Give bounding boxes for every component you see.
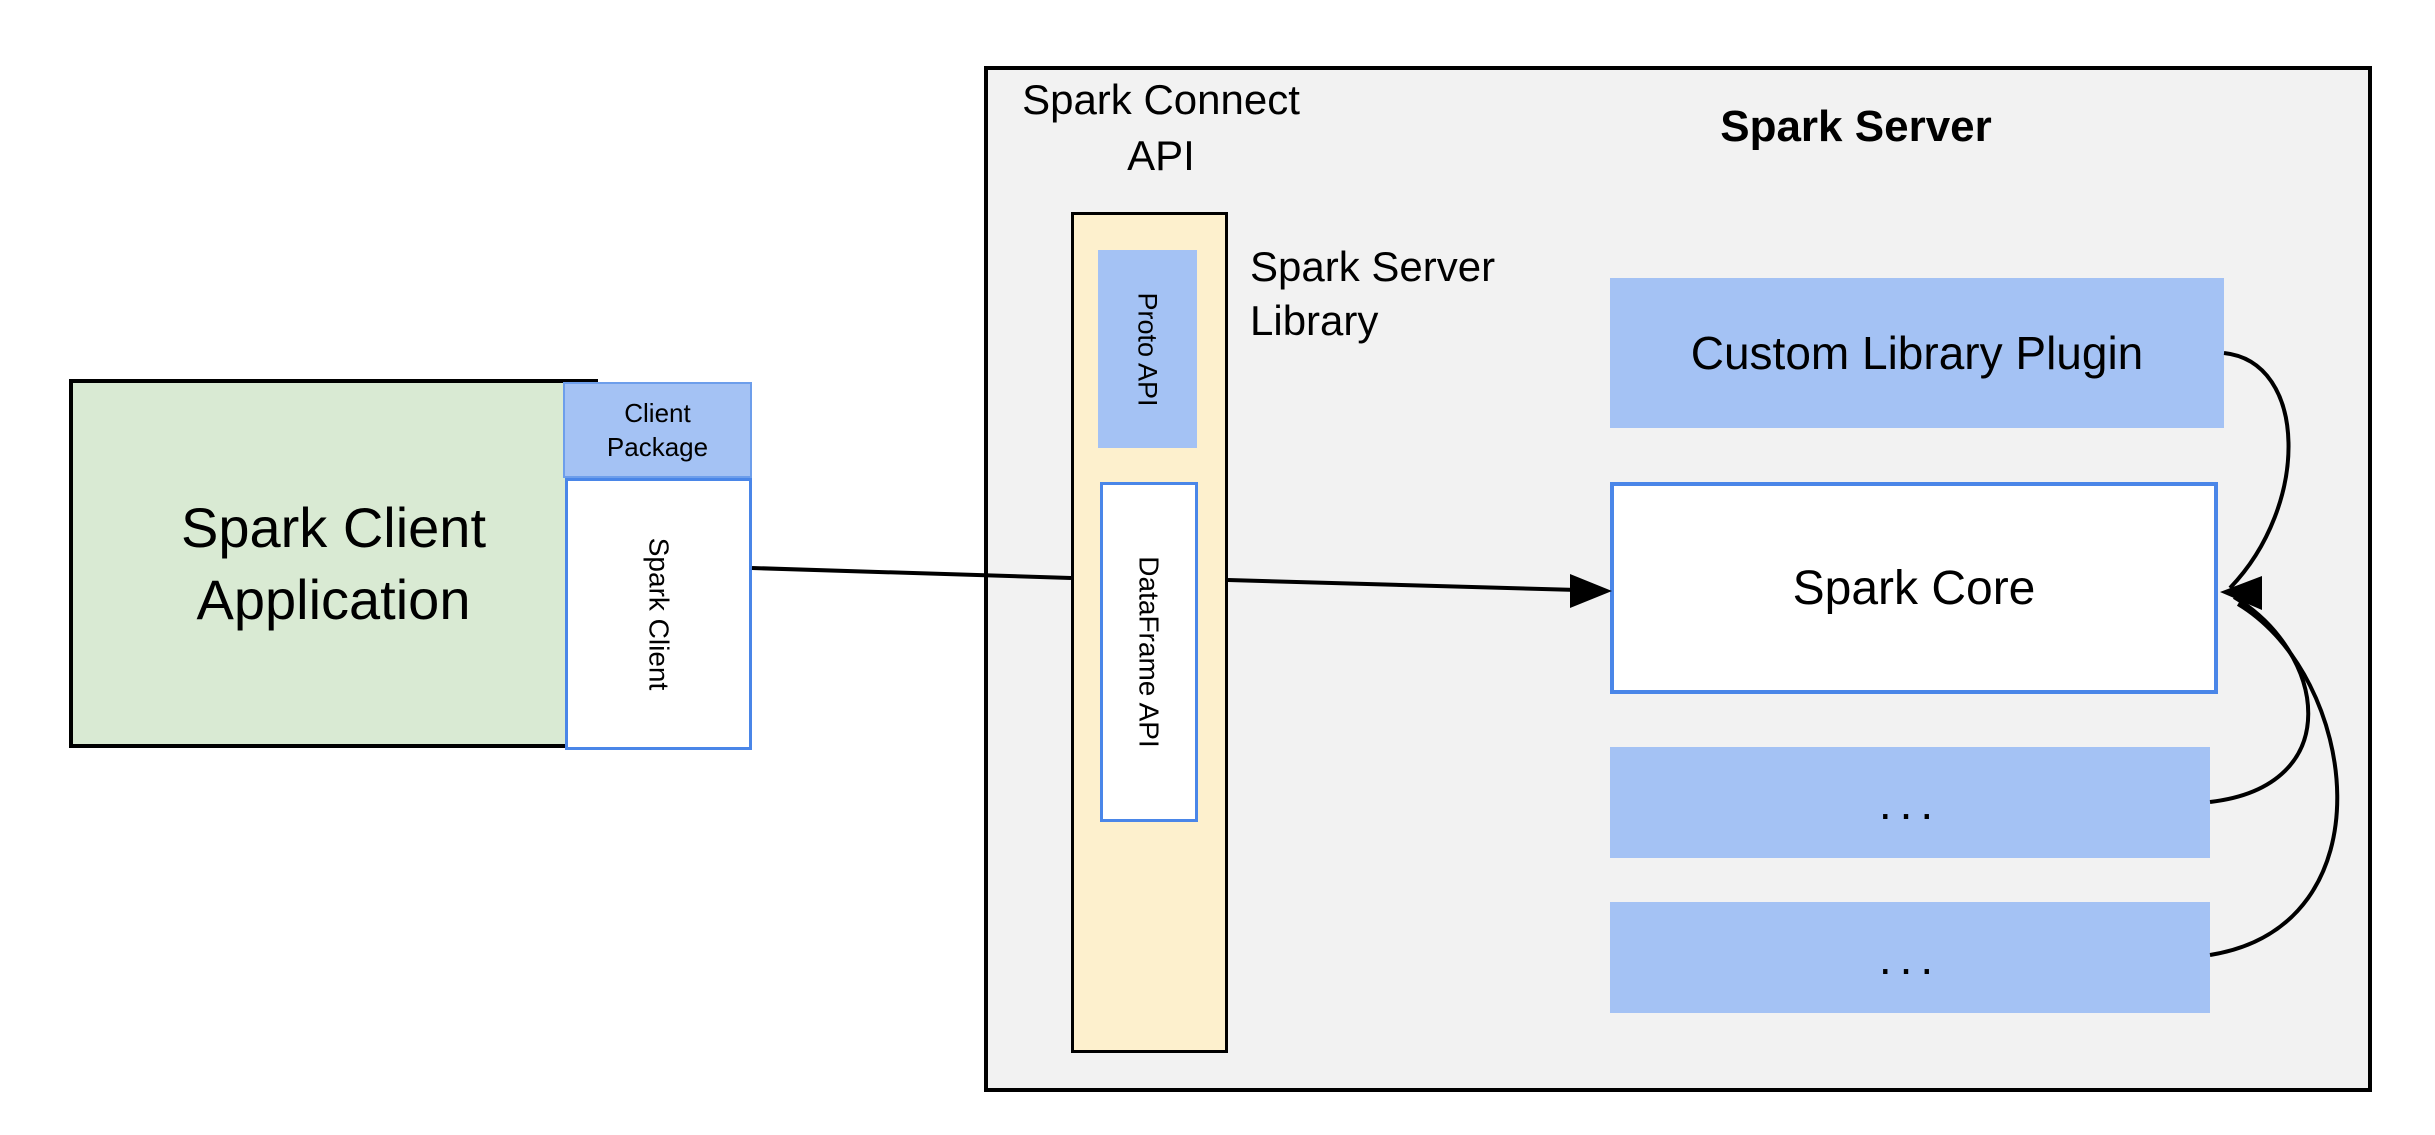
more-plugins-label-1: ... — [1878, 776, 1942, 829]
dataframe-api-box: DataFrame API — [1100, 482, 1198, 822]
spark-core-box: Spark Core — [1610, 482, 2218, 694]
spark-server-library-label: Spark Server Library — [1250, 243, 1496, 344]
dataframe-api-label: DataFrame API — [1134, 556, 1165, 748]
custom-library-plugin-label: Custom Library Plugin — [1690, 327, 2144, 379]
spark-client-application-box: Spark Client Application — [69, 379, 598, 748]
spark-connect-api-label: Spark Connect API — [1022, 76, 1300, 179]
spark-client-label: Spark Client — [643, 537, 675, 691]
custom-library-plugin-box: Custom Library Plugin — [1610, 278, 2224, 428]
client-package-box: Client Package — [563, 382, 752, 478]
spark-core-label: Spark Core — [1792, 561, 2036, 615]
spark-client-box: Spark Client — [565, 478, 752, 750]
client-package-label: Client Package — [606, 398, 709, 462]
more-plugins-box-2: ... — [1610, 902, 2210, 1013]
proto-api-label: Proto API — [1133, 291, 1164, 407]
more-plugins-label-2: ... — [1878, 931, 1942, 984]
spark-client-application-label: Spark Client Application — [180, 495, 487, 631]
proto-api-box: Proto API — [1098, 250, 1197, 448]
more-plugins-box-1: ... — [1610, 747, 2210, 858]
spark-server-title: Spark Server — [1720, 102, 1992, 151]
